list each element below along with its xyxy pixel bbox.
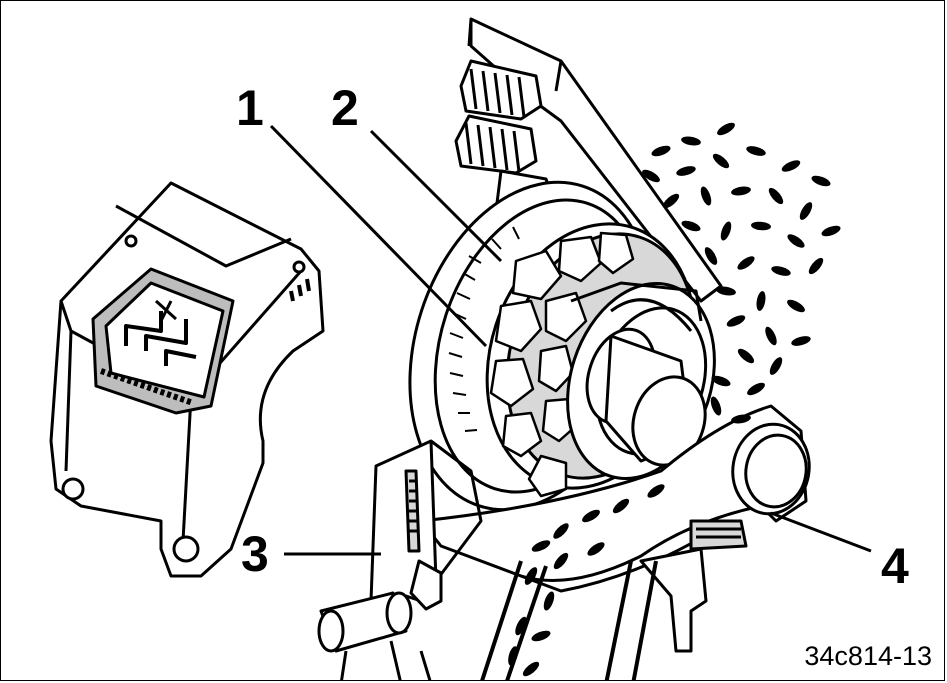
callout-2: 2 xyxy=(331,80,359,136)
callout-4: 4 xyxy=(881,538,909,594)
leader-line-4 xyxy=(770,511,872,553)
callout-1: 1 xyxy=(236,80,264,136)
leader-line-1 xyxy=(269,124,488,348)
meter-assembly xyxy=(317,17,811,680)
figure-code: 34c814-13 xyxy=(804,641,932,671)
callout-3: 3 xyxy=(241,526,269,582)
leader-line-2 xyxy=(369,129,503,263)
leader-lines xyxy=(269,124,872,556)
meter-cover xyxy=(49,181,325,578)
